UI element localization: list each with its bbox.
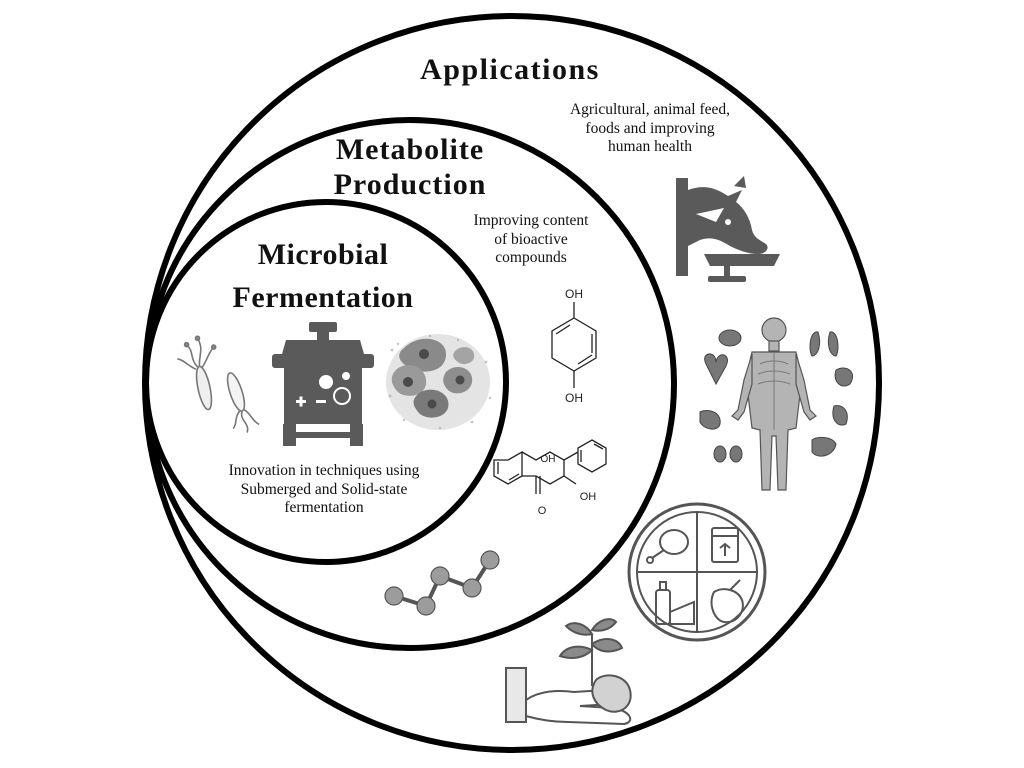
hydroquinone-oh-top: OH	[565, 287, 583, 301]
ball-stick-molecule-icon	[384, 550, 500, 616]
microbial-description-line-2: Submerged and Solid-state	[240, 480, 408, 498]
hand-seedling-icon	[505, 618, 632, 726]
applications-description-line-3: human health	[608, 138, 692, 156]
hydroquinone-molecule-icon	[551, 302, 597, 388]
human-anatomy-icon	[699, 317, 854, 491]
metabolite-production-heading: Metabolite Production	[300, 132, 520, 203]
flavonol-oh-ring: OH	[541, 454, 556, 465]
applications-description: Agricultural, animal feed, foods and imp…	[540, 101, 760, 157]
metabolite-title-line-2: Production	[333, 168, 487, 202]
applications-heading: Applications	[380, 52, 640, 87]
hydroquinone-oh-bottom: OH	[565, 391, 583, 405]
flavonol-molecule-icon	[493, 439, 607, 494]
applications-description-line-2: foods and improving	[585, 119, 715, 137]
metabolite-description-line-1: Improving content	[473, 212, 589, 229]
bacteria-icon	[177, 335, 260, 433]
food-plate-icon	[627, 502, 767, 642]
fungal-cells-icon	[386, 334, 492, 430]
applications-title: Applications	[420, 53, 600, 86]
microbial-description-line-1: Innovation in techniques using	[228, 462, 420, 479]
metabolite-description-line-3: compounds	[495, 249, 567, 267]
flavonol-o-carbonyl: O	[538, 505, 547, 517]
metabolite-description-line-2: of bioactive	[494, 230, 568, 248]
animal-feed-icon	[676, 176, 780, 282]
metabolite-title-line-1: Metabolite	[335, 133, 485, 166]
microbial-description: Innovation in techniques using Submerged…	[196, 462, 452, 518]
microbial-fermentation-heading: Microbial Fermentation	[210, 234, 436, 319]
metabolite-description: Improving content of bioactive compounds	[448, 212, 614, 268]
microbial-title-line-2: Fermentation	[232, 280, 414, 314]
microbial-description-line-3: fermentation	[284, 499, 364, 517]
microbial-fermentation-circle	[143, 199, 509, 565]
applications-description-line-1: Agricultural, animal feed,	[569, 101, 731, 118]
microbial-title-line-1: Microbial	[257, 238, 389, 271]
bioreactor-icon	[272, 322, 374, 446]
flavonol-oh-side: OH	[580, 491, 597, 503]
